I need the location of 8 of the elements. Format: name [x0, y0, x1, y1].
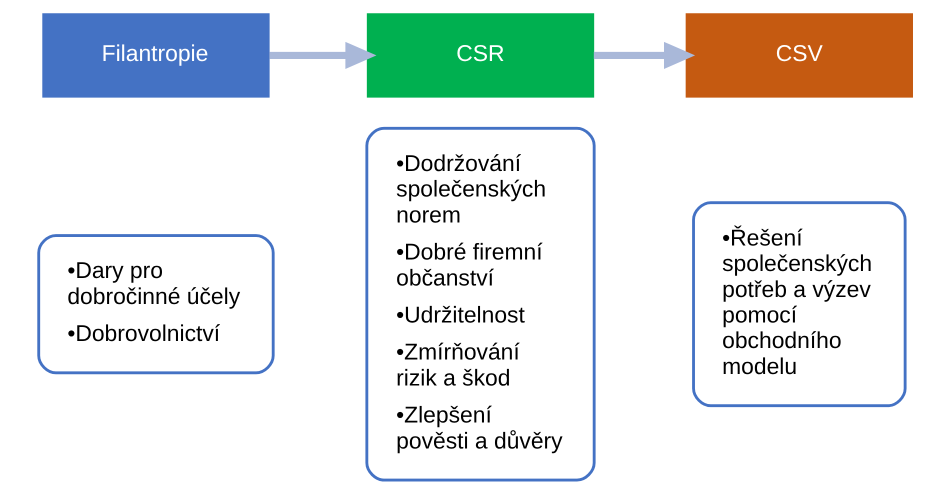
node-box: •Dodržování společenských norem •Dobré firemní občanství •Udržitelnost •Zmírňování rizik a škod •Zlepšení pověsti a důvěry: [364, 126, 596, 482]
node-box: CSV: [685, 13, 912, 98]
node-box: CSR: [366, 13, 594, 98]
node-box: •Dary pro dobročinné účely •Dobrovolnictví: [36, 234, 274, 374]
arrow: [268, 42, 376, 70]
node-box: Filantropie: [42, 13, 270, 98]
arrow: [593, 42, 695, 70]
node-box: •Řešení společenských potřeb a výzev pomocí obchodního modelu: [692, 201, 906, 408]
